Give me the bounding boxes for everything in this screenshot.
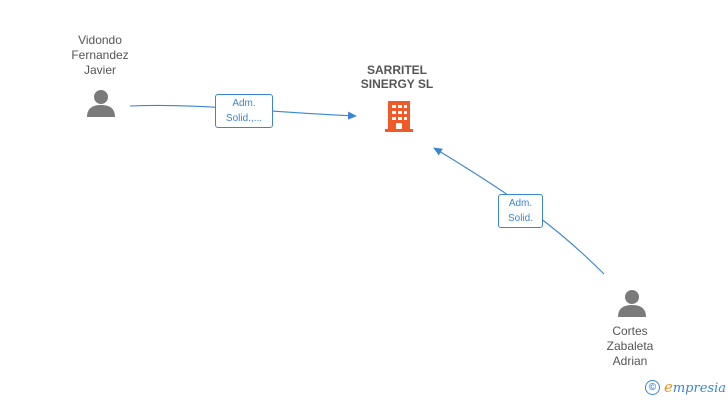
copyright-icon: © — [644, 379, 660, 395]
person-name-vidondo[interactable]: Vidondo Fernandez Javier — [71, 33, 129, 77]
brand-logo: empresia — [663, 378, 726, 396]
role-badge-vidondo[interactable]: Adm. Solid.,... — [215, 94, 273, 128]
company-name[interactable]: SARRITEL SINERGY SL — [360, 63, 434, 91]
building-icon[interactable] — [384, 99, 414, 138]
role-badge-cortes[interactable]: Adm. Solid. — [498, 194, 543, 228]
person-icon[interactable] — [617, 288, 647, 323]
person-icon[interactable] — [86, 88, 116, 123]
person-name-cortes[interactable]: Cortes Zabaleta Adrian — [606, 324, 654, 368]
empresia-watermark: © empresia — [644, 378, 726, 396]
